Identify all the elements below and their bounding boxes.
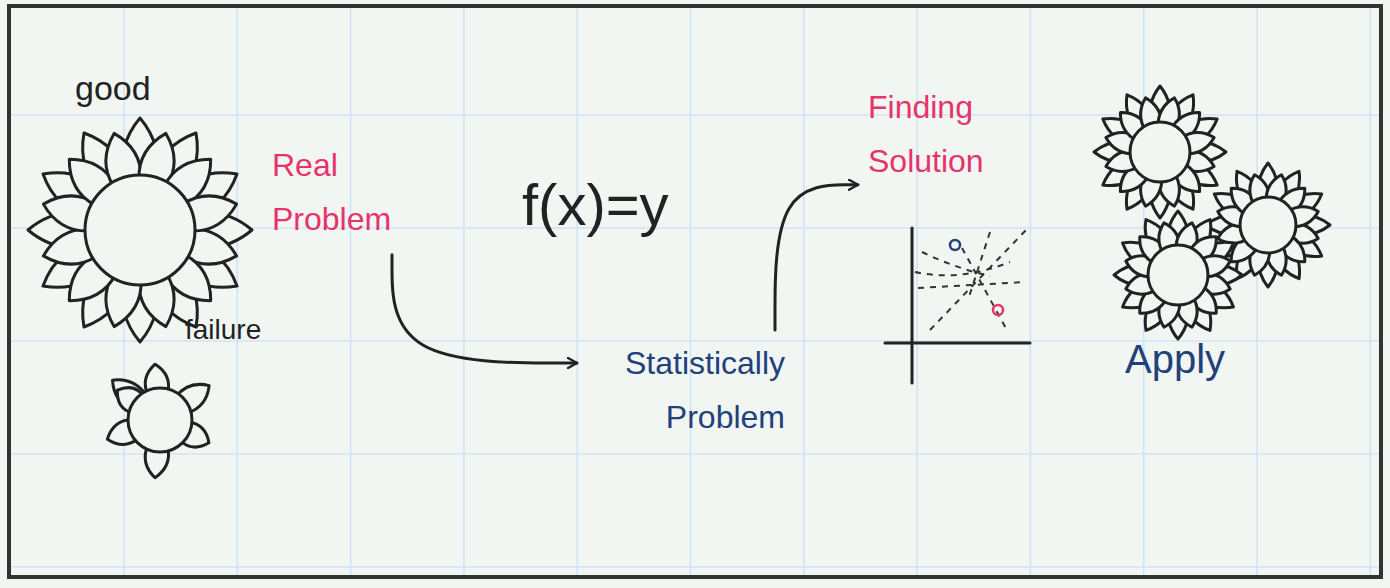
- grid-line: [576, 8, 578, 576]
- grid-line: [1370, 8, 1372, 576]
- decision-boundary: [930, 228, 1028, 330]
- stage-text: Finding Solution: [868, 80, 1040, 189]
- flower-center: [128, 388, 192, 452]
- data-point: [993, 305, 1003, 315]
- grid-lines: [11, 8, 1379, 576]
- applied-flower: [1094, 86, 1226, 218]
- grid-line: [463, 8, 465, 576]
- flower-center: [1130, 122, 1190, 182]
- stage-label: Finding Solution: [868, 80, 1040, 189]
- grid-line: [690, 8, 692, 576]
- flow-arrow: [775, 185, 858, 330]
- stage-text: Statistically Problem: [585, 336, 785, 445]
- frame-border: [9, 6, 1381, 577]
- decision-boundary: [962, 248, 1008, 332]
- good-flower: [28, 118, 252, 342]
- x-axis: [885, 342, 1030, 345]
- decision-boundary: [918, 282, 1025, 288]
- flower-label: failure: [185, 313, 261, 347]
- grid-line: [1030, 8, 1032, 576]
- data-point: [950, 240, 960, 250]
- failure-flower: [103, 363, 215, 479]
- flower-label: good: [75, 68, 151, 109]
- decision-boundary: [915, 262, 1010, 275]
- stage-label: Real Problem: [272, 138, 422, 247]
- flower-center: [85, 175, 195, 285]
- flow-arrow: [392, 255, 577, 363]
- illustration: [28, 86, 1330, 479]
- stage-label: Statistically Problem: [585, 336, 785, 445]
- grid-line: [237, 8, 239, 576]
- y-axis: [911, 228, 914, 383]
- grid-line: [350, 8, 352, 576]
- flower-center: [1240, 197, 1296, 253]
- grid-line: [11, 453, 1379, 455]
- solution-chart: [885, 228, 1030, 383]
- grid-line: [11, 566, 1379, 568]
- grid-line: [803, 8, 805, 576]
- applied-flower: [1114, 211, 1242, 339]
- flower-center: [1148, 245, 1208, 305]
- formula: f(x)=y: [522, 170, 669, 240]
- grid-line: [1256, 8, 1258, 576]
- step-label: Apply: [1125, 335, 1225, 383]
- decision-boundary: [968, 232, 990, 300]
- stage-text: Real Problem: [272, 138, 422, 247]
